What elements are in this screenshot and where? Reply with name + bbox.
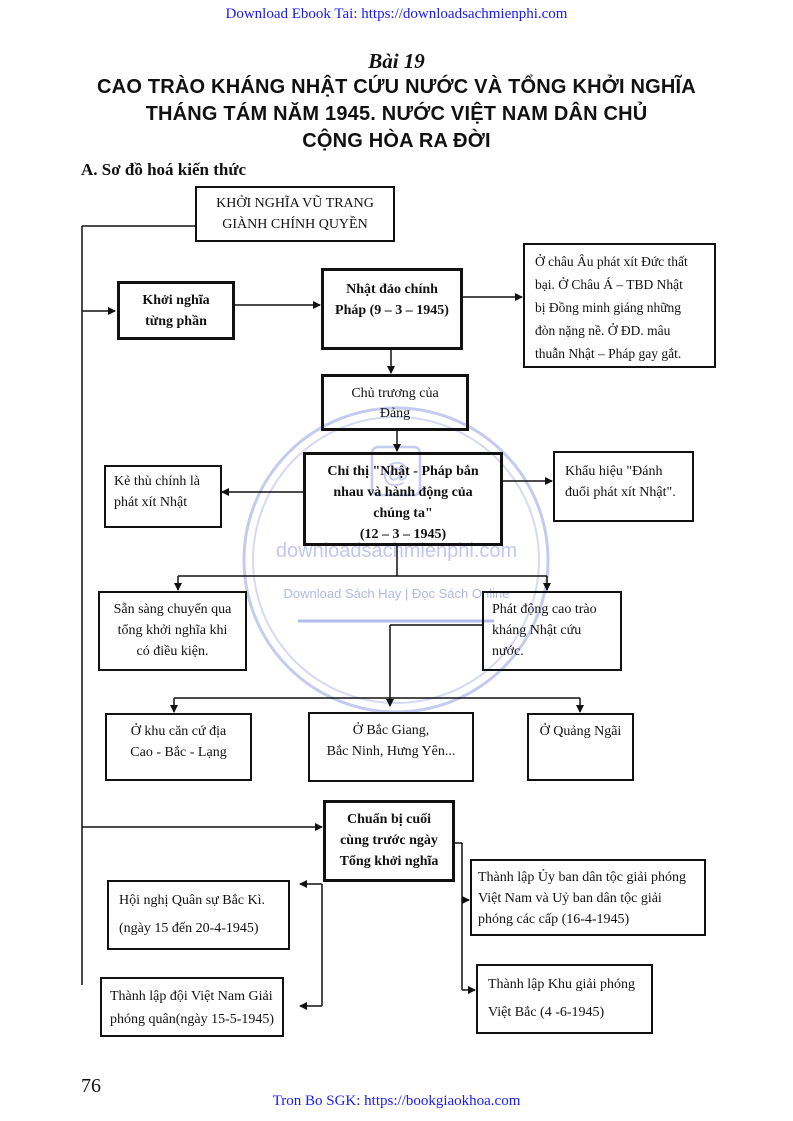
title-line-3: CỘNG HÒA RA ĐỜI [302, 130, 491, 152]
box-khoi-nghia-vu-trang: KHỞI NGHĨA VŨ TRANG GIÀNH CHÍNH QUYỀN [195, 186, 395, 242]
box-chuan-bi-text: Chuẩn bị cuối cùng trước ngày Tổng khởi … [339, 812, 439, 869]
box-nhat-dao-chinh: Nhật đảo chính Pháp (9 – 3 – 1945) [321, 268, 463, 350]
svg-text:@: @ [382, 457, 410, 488]
box-khoi-nghia-vu-trang-text: KHỞI NGHĨA VŨ TRANG GIÀNH CHÍNH QUYỀN [216, 196, 374, 232]
box-san-sang: Sẵn sàng chuyển qua tổng khởi nghĩa khi … [98, 591, 247, 671]
download-ebook-link[interactable]: Download Ebook Tai: https://downloadsach… [225, 6, 568, 22]
box-thanh-lap-doi: Thành lập đội Việt Nam Giải phóng quân(n… [100, 977, 284, 1037]
section-heading: A. Sơ đồ hoá kiến thức [81, 160, 247, 179]
box-chu-truong: Chủ trương của Đảng [321, 374, 469, 431]
box-khu-giai-phong: Thành lập Khu giải phóng Việt Bắc (4 -6-… [476, 964, 653, 1034]
box-ke-thu: Kẻ thù chính là phát xít Nhật [104, 465, 222, 528]
box-uy-ban-text: Thành lập Ủy ban dân tộc giải phóng Việt… [478, 870, 687, 927]
box-khoi-nghia-tung-phan: Khởi nghĩa từng phần [117, 281, 235, 340]
box-cao-bac-lang: Ở khu căn cứ địa Cao - Bắc - Lạng [105, 713, 252, 781]
box-san-sang-text: Sẵn sàng chuyển qua tổng khởi nghĩa khi … [113, 602, 232, 659]
box-chu-truong-text: Chủ trương của Đảng [351, 386, 439, 421]
box-hoi-nghi-text: Hội nghị Quân sự Bắc Kì. (ngày 15 đến 20… [119, 893, 266, 936]
box-quang-ngai-text: Ở Quảng Ngãi [539, 724, 622, 739]
box-khau-hieu: Khẩu hiệu "Đánh đuổi phát xít Nhật". [553, 451, 694, 522]
box-boi-canh-text: Ở châu Âu phát xít Đức thất bại. Ở Châu … [535, 254, 688, 361]
box-boi-canh: Ở châu Âu phát xít Đức thất bại. Ở Châu … [523, 243, 716, 368]
lesson-number: Bài 19 [368, 49, 425, 73]
box-ke-thu-text: Kẻ thù chính là phát xít Nhật [114, 474, 200, 510]
box-uy-ban: Thành lập Ủy ban dân tộc giải phóng Việt… [470, 859, 706, 936]
box-chi-thi: Chỉ thị "Nhật - Pháp bắn nhau và hành độ… [303, 452, 503, 546]
sgk-link[interactable]: Tron Bo SGK: https://bookgiaokhoa.com [272, 1093, 521, 1109]
box-cao-bac-lang-text: Ở khu căn cứ địa Cao - Bắc - Lạng [130, 724, 227, 760]
box-bac-giang-text: Ở Bắc Giang, Bắc Ninh, Hưng Yên... [326, 723, 456, 759]
box-quang-ngai: Ở Quảng Ngãi [527, 713, 634, 781]
box-chuan-bi: Chuẩn bị cuối cùng trước ngày Tổng khởi … [323, 800, 455, 882]
box-phat-dong-text: Phát động cao trào kháng Nhật cứu nước. [492, 602, 597, 659]
box-chi-thi-text: Chỉ thị "Nhật - Pháp bắn nhau và hành độ… [327, 464, 479, 542]
title-line-1: CAO TRÀO KHÁNG NHẬT CỨU NƯỚC VÀ TỔNG KHỞ… [97, 76, 696, 98]
box-hoi-nghi: Hội nghị Quân sự Bắc Kì. (ngày 15 đến 20… [107, 880, 290, 950]
box-thanh-lap-doi-text: Thành lập đội Việt Nam Giải phóng quân(n… [110, 989, 275, 1027]
box-khu-giai-phong-text: Thành lập Khu giải phóng Việt Bắc (4 -6-… [488, 977, 635, 1020]
box-khau-hieu-text: Khẩu hiệu "Đánh đuổi phát xít Nhật". [565, 464, 676, 500]
watermark-tagline: Download Sách Hay | Đọc Sách Online [283, 586, 510, 601]
box-khoi-nghia-tung-phan-text: Khởi nghĩa từng phần [142, 293, 210, 329]
box-bac-giang: Ở Bắc Giang, Bắc Ninh, Hưng Yên... [308, 712, 474, 782]
box-nhat-dao-chinh-text: Nhật đảo chính Pháp (9 – 3 – 1945) [335, 282, 449, 318]
title-line-2: THÁNG TÁM NĂM 1945. NƯỚC VIỆT NAM DÂN CH… [145, 103, 648, 125]
page-number: 76 [81, 1075, 101, 1097]
box-phat-dong: Phát động cao trào kháng Nhật cứu nước. [482, 591, 622, 671]
